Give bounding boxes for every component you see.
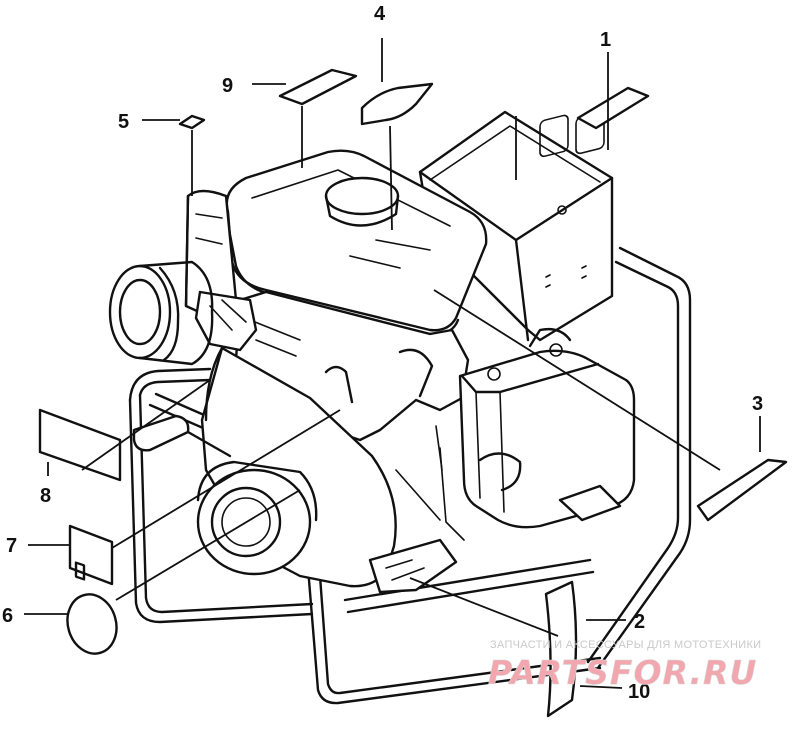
callout-7: 7	[6, 535, 17, 557]
callout-3: 3	[752, 393, 763, 415]
callout-2: 2	[634, 611, 645, 633]
decal-5	[178, 114, 206, 130]
fuel-tank	[224, 149, 488, 336]
frame	[128, 246, 692, 705]
decal-1	[576, 86, 650, 130]
decal-3	[696, 458, 788, 522]
alternator	[458, 327, 636, 529]
decal-7	[68, 524, 114, 586]
watermark-tagline: ЗАПЧАСТИ И АКСЕССУАРЫ ДЛЯ МОТОТЕХНИКИ	[490, 639, 761, 651]
linkage-lines	[395, 425, 465, 541]
control-box	[418, 110, 614, 342]
decal-8	[38, 408, 122, 482]
callout-numbers: 1 2 3 4 5 6 7 8 9 10	[2, 3, 763, 703]
callout-4: 4	[374, 3, 386, 25]
decals	[38, 68, 788, 718]
callout-1: 1	[600, 29, 611, 51]
callout-5: 5	[118, 111, 129, 133]
pump-assembly	[108, 260, 458, 594]
callout-8: 8	[40, 485, 51, 507]
decal-6	[66, 593, 118, 655]
callout-9: 9	[222, 75, 233, 97]
decal-4	[360, 82, 434, 126]
watermark-brand: PARTSFOR.RU	[488, 653, 757, 692]
decal-2	[544, 580, 578, 718]
leader-lines	[24, 38, 761, 689]
callout-10: 10	[628, 681, 650, 703]
decal-9	[278, 68, 358, 106]
callout-6: 6	[2, 605, 13, 627]
watermark: ЗАПЧАСТИ И АКСЕССУАРЫ ДЛЯ МОТОТЕХНИКИ PA…	[488, 639, 761, 692]
